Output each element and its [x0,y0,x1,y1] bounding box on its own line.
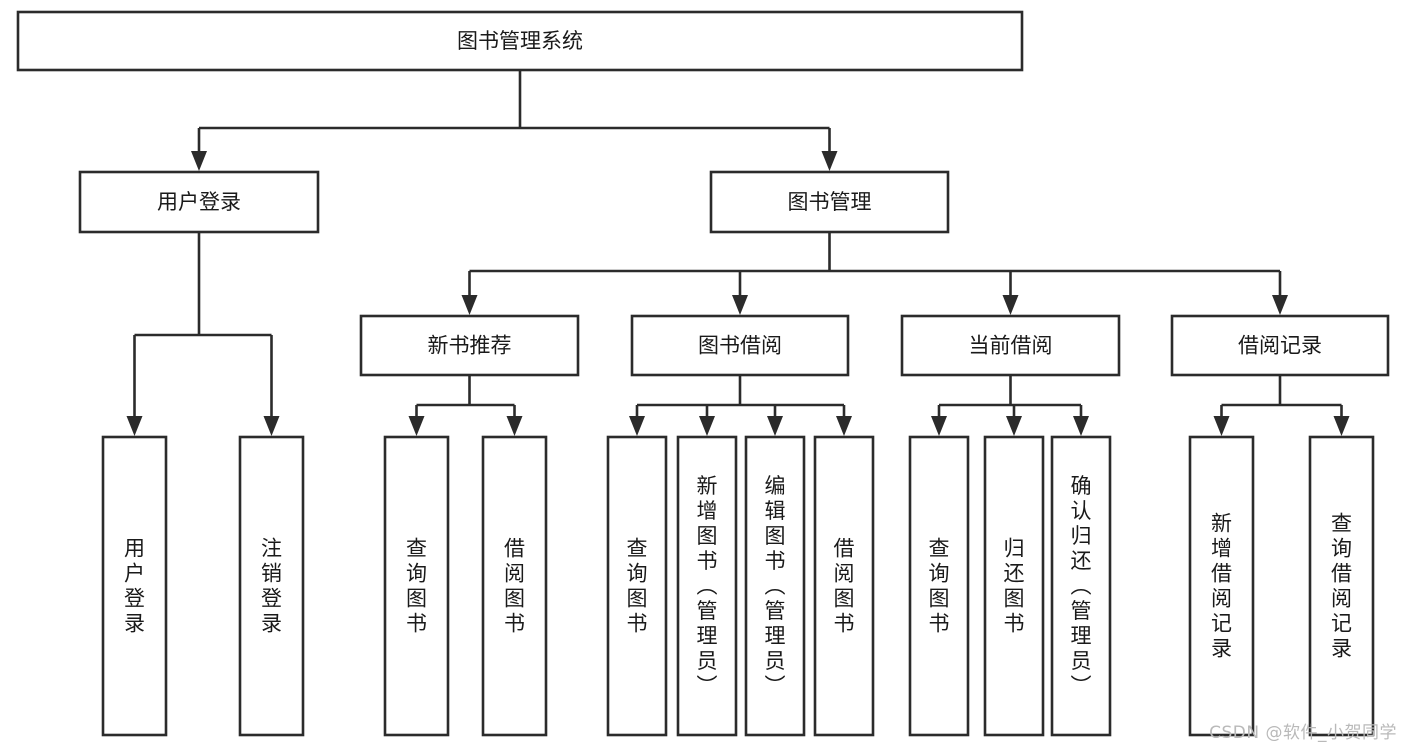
node-box-leaf-query-book-current [908,435,970,737]
arrow-icon-to-leaf-add-borrow-record [1213,416,1230,436]
arrow-icon-to-leaf-edit-book-admin [767,416,783,436]
arrow-icon-to-leaf-add-book-admin [699,416,715,436]
node-root[interactable]: 图书管理系统 [16,10,1024,72]
node-box-leaf-query-book-recommend [383,435,450,737]
node-box-leaf-logout [238,435,305,737]
node-leaf-query-book-recommend[interactable]: 查询图书 [383,435,450,737]
node-label-user-login: 用户登录 [157,190,241,214]
node-label-leaf-borrow-book-recommend: 借阅图书 [504,537,525,636]
node-leaf-confirm-return-admin[interactable]: 确认归还︵管理员︶ [1050,435,1112,737]
nodes-layer: 图书管理系统用户登录图书管理新书推荐图书借阅当前借阅借阅记录用户登录注销登录查询… [16,10,1390,737]
node-box-root [16,10,1024,72]
node-leaf-logout[interactable]: 注销登录 [238,435,305,737]
node-leaf-query-book-borrow[interactable]: 查询图书 [606,435,668,737]
node-box-leaf-borrow-book [813,435,875,737]
arrow-icon-to-book-management [821,151,838,171]
node-leaf-borrow-book-recommend[interactable]: 借阅图书 [481,435,548,737]
node-box-leaf-borrow-book-recommend [481,435,548,737]
node-leaf-query-book-current[interactable]: 查询图书 [908,435,970,737]
node-box-borrow-record [1170,314,1390,377]
arrow-icon-to-leaf-borrow-book-recommend [506,416,523,436]
node-user-login[interactable]: 用户登录 [78,170,320,234]
connectors-layer [126,70,1350,436]
arrow-icon-to-user-login [191,151,207,171]
arrow-icon-to-current-borrow [1002,295,1019,315]
node-box-leaf-confirm-return-admin [1050,435,1112,737]
node-label-current-borrow: 当前借阅 [969,334,1053,358]
node-label-leaf-edit-book-admin: 编辑图书︵管理员︶ [765,474,786,698]
arrow-icon-to-leaf-query-borrow-record [1333,416,1350,436]
node-label-book-management: 图书管理 [788,190,872,214]
node-leaf-user-login[interactable]: 用户登录 [101,435,168,737]
node-borrow-record[interactable]: 借阅记录 [1170,314,1390,377]
node-box-leaf-edit-book-admin [744,435,806,737]
node-label-book-borrow: 图书借阅 [698,334,782,358]
node-box-new-book-recommend [359,314,580,377]
arrow-icon-to-leaf-borrow-book [836,416,852,436]
node-leaf-query-borrow-record[interactable]: 查询借阅记录 [1308,435,1375,737]
arrow-icon-to-leaf-query-book-current [931,416,947,436]
arrow-icon-to-leaf-confirm-return-admin [1073,416,1089,436]
node-new-book-recommend[interactable]: 新书推荐 [359,314,580,377]
node-box-book-borrow [630,314,850,377]
node-current-borrow[interactable]: 当前借阅 [900,314,1121,377]
arrow-icon-to-leaf-logout [263,416,280,436]
node-box-leaf-return-book [983,435,1045,737]
node-label-new-book-recommend: 新书推荐 [428,334,512,358]
node-label-leaf-query-book-borrow: 查询图书 [627,537,648,636]
node-box-leaf-add-borrow-record [1188,435,1255,737]
node-box-leaf-query-book-borrow [606,435,668,737]
node-book-borrow[interactable]: 图书借阅 [630,314,850,377]
node-label-leaf-query-book-current: 查询图书 [929,537,950,636]
node-label-leaf-confirm-return-admin: 确认归还︵管理员︶ [1071,474,1092,698]
node-label-leaf-query-borrow-record: 查询借阅记录 [1331,512,1352,661]
node-box-leaf-user-login [101,435,168,737]
arrow-icon-to-leaf-user-login [126,416,143,436]
node-book-management[interactable]: 图书管理 [709,170,950,234]
arrow-icon-to-borrow-record [1272,295,1288,315]
node-leaf-edit-book-admin[interactable]: 编辑图书︵管理员︶ [744,435,806,737]
node-label-root: 图书管理系统 [457,29,583,53]
arrow-icon-to-book-borrow [732,295,748,315]
node-box-leaf-query-borrow-record [1308,435,1375,737]
arrow-icon-to-leaf-return-book [1006,416,1022,436]
csdn-watermark: CSDN @软件_小贺同学 [1209,723,1397,743]
node-label-leaf-add-book-admin: 新增图书︵管理员︶ [697,474,718,698]
node-leaf-borrow-book[interactable]: 借阅图书 [813,435,875,737]
node-leaf-add-book-admin[interactable]: 新增图书︵管理员︶ [676,435,738,737]
node-box-book-management [709,170,950,234]
node-label-leaf-logout: 注销登录 [261,537,282,636]
node-leaf-return-book[interactable]: 归还图书 [983,435,1045,737]
node-label-leaf-query-book-recommend: 查询图书 [406,537,427,636]
node-label-leaf-add-borrow-record: 新增借阅记录 [1211,512,1232,661]
node-label-borrow-record: 借阅记录 [1238,334,1322,358]
arrow-icon-to-leaf-query-book-recommend [408,416,425,436]
node-leaf-add-borrow-record[interactable]: 新增借阅记录 [1188,435,1255,737]
node-label-leaf-user-login: 用户登录 [124,537,145,636]
node-box-current-borrow [900,314,1121,377]
arrow-icon-to-leaf-query-book-borrow [629,416,645,436]
node-label-leaf-return-book: 归还图书 [1004,537,1025,636]
arrow-icon-to-new-book-recommend [461,295,478,315]
node-box-leaf-add-book-admin [676,435,738,737]
node-box-user-login [78,170,320,234]
node-label-leaf-borrow-book: 借阅图书 [834,537,855,636]
